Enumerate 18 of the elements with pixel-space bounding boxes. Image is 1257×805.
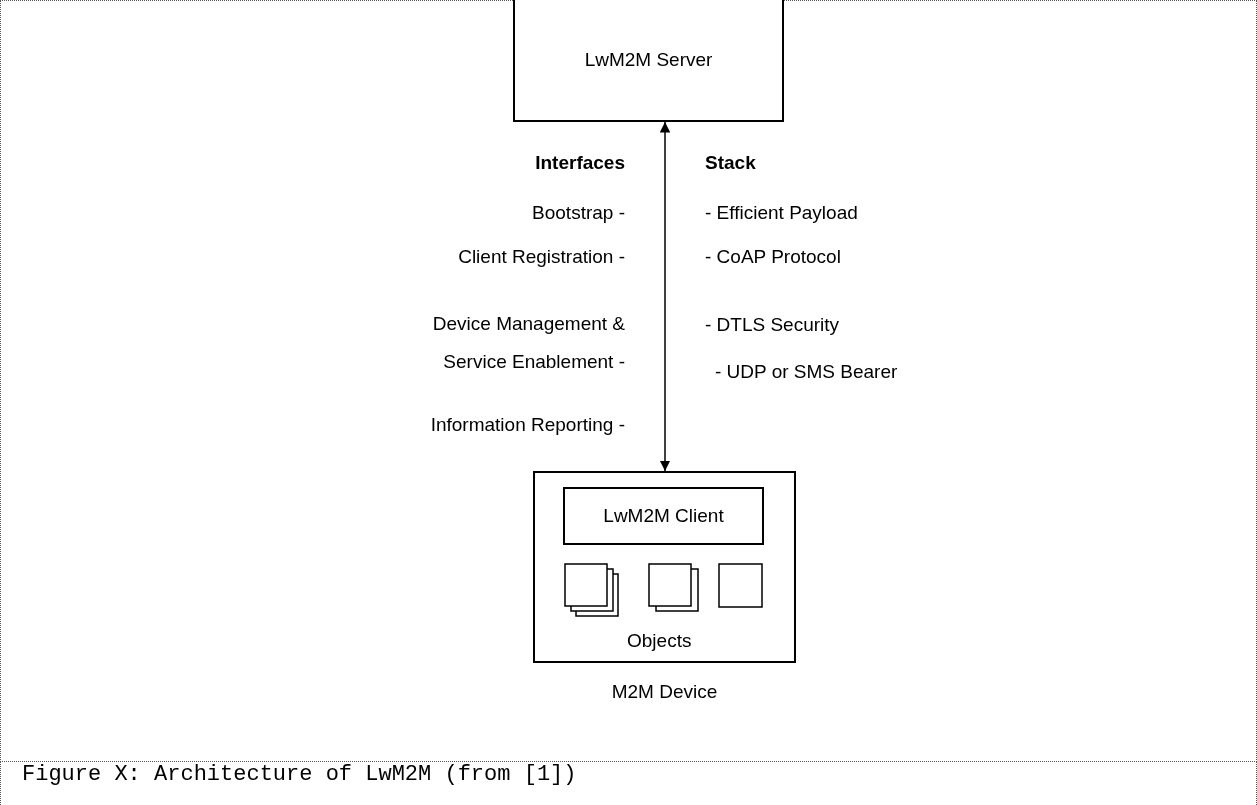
list-item: - DTLS Security <box>705 313 840 337</box>
list-item: Information Reporting - <box>430 413 625 437</box>
list-item: Client Registration - <box>458 245 625 269</box>
list-item: Device Management & Service Enablement - <box>431 312 625 374</box>
list-item: - Efficient Payload <box>705 201 858 225</box>
figure-caption: Figure X: Architecture of LwM2M (from [1]) <box>22 762 577 787</box>
list-item: - UDP or SMS Bearer <box>715 360 898 384</box>
box-label: LwM2M Server <box>584 49 713 71</box>
column-heading: Stack <box>705 151 756 175</box>
column-heading: Interfaces <box>535 151 625 175</box>
list-item: - CoAP Protocol <box>705 245 841 269</box>
double-arrow <box>659 121 671 472</box>
box-heading: M2M Device <box>611 681 718 703</box>
list-item: Bootstrap - <box>532 201 625 225</box>
list-item: Objects <box>627 629 692 653</box>
box-label: LwM2M Client <box>603 505 724 527</box>
process-box <box>513 0 784 122</box>
process-box <box>563 487 764 545</box>
